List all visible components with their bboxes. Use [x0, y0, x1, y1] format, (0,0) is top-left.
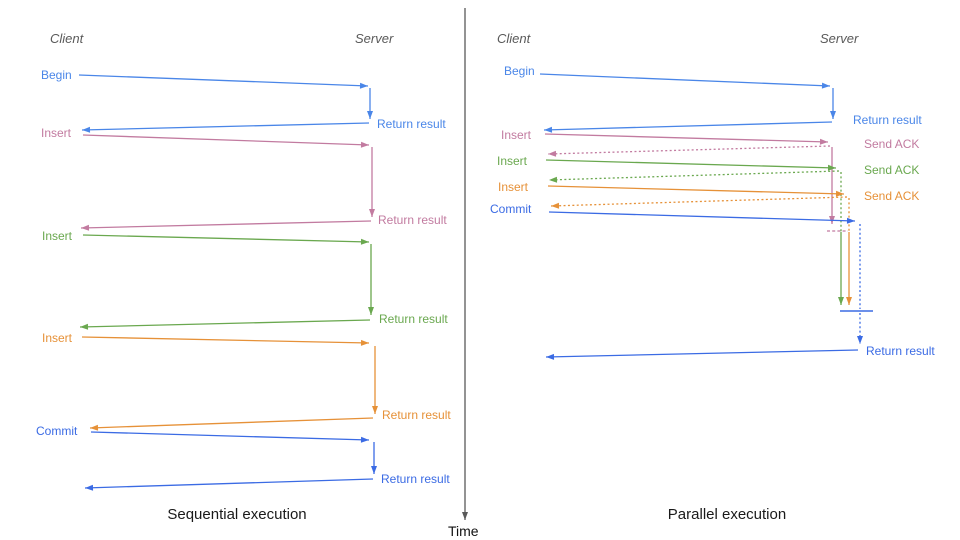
arrowhead-icon [371, 466, 377, 474]
return-result-arrow [545, 349, 859, 358]
arrowhead-icon [846, 217, 855, 224]
return-result-arrow [84, 478, 374, 489]
arrowhead-icon [81, 224, 90, 231]
arrowhead-icon [359, 82, 368, 89]
arrowhead-icon [82, 126, 91, 133]
arrowhead-icon [544, 126, 553, 133]
insert-request-arrow [545, 159, 837, 169]
arrowhead-icon [551, 202, 560, 209]
arrowhead-icon [80, 323, 89, 330]
commit-label: Commit [490, 202, 532, 216]
insert-label: Insert [498, 180, 529, 194]
insert-label: Insert [42, 331, 73, 345]
insert-request-arrow [544, 133, 829, 143]
return-result-label: Return result [378, 213, 447, 227]
commit-label: Commit [36, 424, 78, 438]
send-ack-arrow [550, 196, 848, 207]
return-result-label: Return result [853, 113, 922, 127]
arrowhead-icon [90, 424, 99, 431]
time-axis [462, 8, 468, 520]
arrowhead-icon [360, 238, 369, 245]
send-ack-label: Send ACK [864, 163, 919, 177]
begin-request-arrow [78, 74, 369, 87]
arrowhead-icon [549, 176, 558, 183]
arrowhead-icon [819, 138, 828, 145]
return-result-arrow [81, 122, 370, 131]
return-result-label: Return result [379, 312, 448, 326]
arrowhead-icon [835, 190, 844, 197]
sequential-title: Sequential execution [167, 506, 307, 523]
begin-request-arrow [539, 73, 831, 87]
send-ack-arrow [547, 145, 831, 155]
insert-label: Insert [41, 126, 72, 140]
arrowhead-icon [368, 307, 374, 315]
return-result-label: Return result [866, 344, 935, 358]
return-result-arrow [543, 121, 833, 131]
insert-request-arrow [82, 134, 370, 146]
insert-label: Insert [497, 154, 528, 168]
arrowhead-icon [369, 209, 375, 217]
insert-label: Insert [501, 128, 532, 142]
arrowhead-icon [372, 406, 378, 414]
return-result-label: Return result [382, 408, 451, 422]
return-result-arrow [80, 220, 372, 229]
insert-request-arrow [547, 185, 845, 195]
return-result-arrow [79, 319, 371, 328]
arrowhead-icon [830, 111, 836, 119]
arrowhead-icon [85, 484, 94, 491]
parallel-server-header: Server [820, 31, 859, 46]
arrowhead-icon [857, 336, 863, 344]
begin-label: Begin [41, 68, 72, 82]
arrowhead-icon [546, 353, 555, 360]
send-ack-arrow [548, 170, 840, 181]
arrowhead-icon [838, 297, 844, 305]
return-result-label: Return result [381, 472, 450, 486]
arrowhead-icon [827, 164, 836, 171]
insert-request-arrow [82, 234, 370, 243]
insert-request-arrow [81, 336, 370, 344]
parallel-title: Parallel execution [667, 506, 787, 523]
send-ack-label: Send ACK [864, 137, 919, 151]
commit-request-arrow [548, 211, 856, 222]
commit-request-arrow [90, 431, 370, 441]
arrowhead-icon [360, 141, 369, 148]
arrowhead-icon [548, 150, 557, 157]
arrowhead-icon [360, 436, 369, 443]
time-axis-label: Time [448, 523, 479, 539]
begin-label: Begin [504, 64, 535, 78]
sequential-client-header: Client [50, 31, 84, 46]
arrowhead-icon [360, 339, 369, 346]
return-result-arrow [89, 417, 374, 429]
arrowhead-icon [821, 82, 830, 89]
return-result-label: Return result [377, 117, 446, 131]
insert-label: Insert [42, 229, 73, 243]
arrowhead-icon [367, 111, 373, 119]
send-ack-label: Send ACK [864, 189, 919, 203]
arrowhead-icon [462, 512, 468, 520]
arrowhead-icon [846, 297, 852, 305]
parallel-client-header: Client [497, 31, 531, 46]
sequential-server-header: Server [355, 31, 394, 46]
